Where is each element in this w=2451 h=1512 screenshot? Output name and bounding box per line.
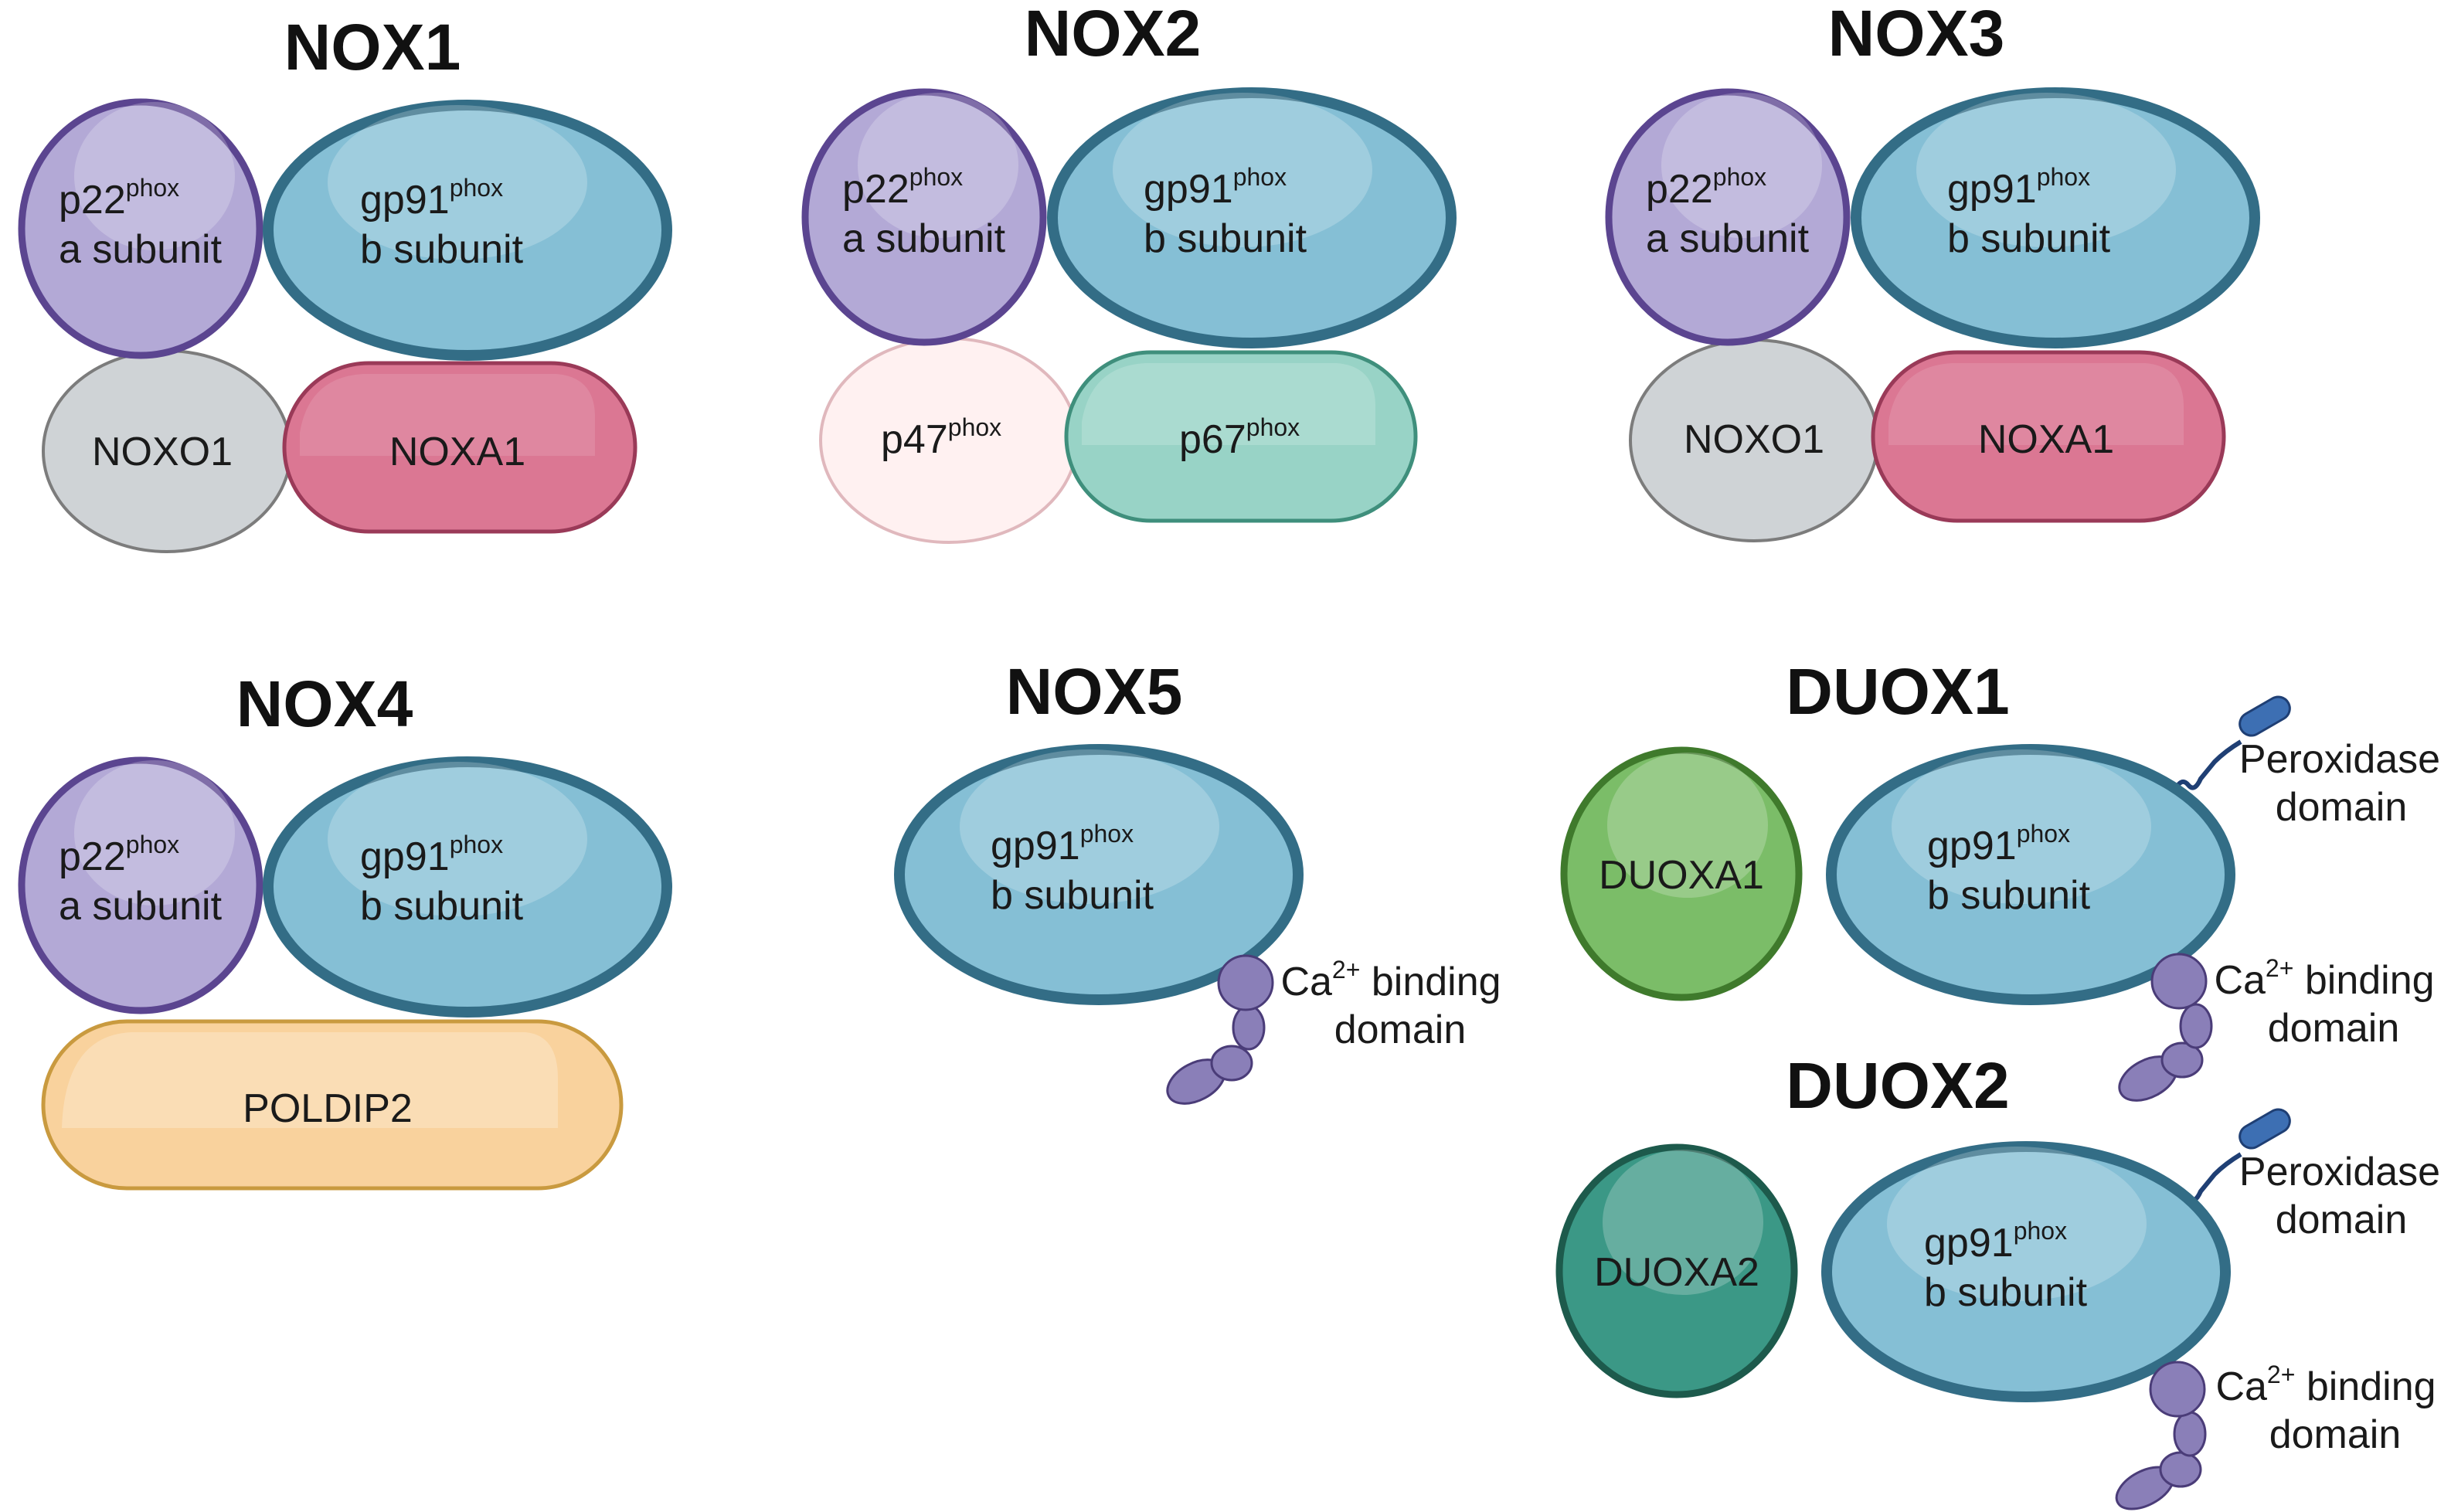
ca-binding-label: Ca2+ binding <box>1280 956 1501 1004</box>
nox4-complex: NOX4 POLDIP2 p22phox a subunit gp91phox … <box>18 668 672 1191</box>
noxo1-label: NOXO1 <box>92 430 233 474</box>
ca-binding-label: Ca2+ binding <box>2214 954 2434 1003</box>
ca-binding-domain: Ca2+ binding domain <box>2115 1361 2436 1510</box>
noxa1-subunit: NOXA1 <box>282 361 637 534</box>
gp91-label: gp91phox <box>1947 163 2090 212</box>
nox5-title: NOX5 <box>1006 655 1183 728</box>
nox3-title: NOX3 <box>1828 0 2005 70</box>
a-subunit-label: a subunit <box>59 227 223 272</box>
p22-subunit: p22phox a subunit <box>1605 88 1851 346</box>
ca-binding-domain: Ca2+ binding domain <box>1166 954 1501 1105</box>
nox3-complex: NOX3 NOXO1 NOXA1 p22phox a subunit gp91p… <box>1605 0 2260 542</box>
peroxidase-label: Peroxidase <box>2239 737 2440 782</box>
duox2-complex: DUOX2 Peroxidase domain DUOXA2 gp91phox … <box>1555 1049 2440 1510</box>
nox4-title: NOX4 <box>236 668 413 740</box>
a-subunit-label: a subunit <box>1646 216 1810 261</box>
domain-label: domain <box>2269 1412 2402 1457</box>
nox2-title: NOX2 <box>1025 0 1202 70</box>
noxo1-subunit: NOXO1 <box>1629 338 1879 542</box>
gp91-subunit: gp91phox b subunit <box>894 744 1304 1005</box>
gp91-label: gp91phox <box>360 831 503 879</box>
p47-label: p47phox <box>881 413 1001 462</box>
p22-label: p22phox <box>842 163 963 212</box>
nox1-complex: NOX1 NOXO1 NOXA1 p22phox a subunit gp91p… <box>18 11 672 553</box>
p22-subunit: p22phox a subunit <box>18 756 263 1014</box>
gp91-label: gp91phox <box>1927 820 2070 868</box>
peroxidase-label: Peroxidase <box>2239 1150 2440 1194</box>
nox5-complex: NOX5 gp91phox b subunit Ca2+ binding dom… <box>894 655 1501 1105</box>
b-subunit-label: b subunit <box>360 227 524 272</box>
gp91-label: gp91phox <box>1924 1217 2067 1266</box>
b-subunit-label: b subunit <box>1947 216 2111 261</box>
gp91-subunit: gp91phox b subunit <box>263 756 672 1018</box>
duox1-title: DUOX1 <box>1786 655 2009 728</box>
p67-subunit: p67phox <box>1064 350 1418 523</box>
gp91-subunit: gp91phox b subunit <box>1851 87 2260 348</box>
p22-subunit: p22phox a subunit <box>801 88 1047 346</box>
duoxa2-subunit: DUOXA2 <box>1555 1143 1798 1398</box>
domain-label: domain <box>2276 785 2408 830</box>
domain-label: domain <box>1334 1007 1467 1052</box>
a-subunit-label: a subunit <box>59 884 223 929</box>
ca-binding-label: Ca2+ binding <box>2215 1361 2436 1409</box>
p47-subunit: p47phox <box>819 337 1079 544</box>
duoxa1-subunit: DUOXA1 <box>1560 746 1803 1001</box>
duoxa1-label: DUOXA1 <box>1599 853 1764 898</box>
duox1-complex: DUOX1 Peroxidase domain DUOXA1 gp91phox … <box>1560 655 2440 1102</box>
b-subunit-label: b subunit <box>991 873 1154 918</box>
gp91-subunit: gp91phox b subunit <box>1047 87 1457 348</box>
noxo1-label: NOXO1 <box>1684 417 1824 462</box>
domain-label: domain <box>2276 1198 2408 1242</box>
gp91-subunit: gp91phox b subunit <box>263 100 672 361</box>
domain-label: domain <box>2268 1006 2400 1051</box>
noxa1-label: NOXA1 <box>1978 417 2114 462</box>
p22-label: p22phox <box>1646 163 1766 212</box>
nox1-title: NOX1 <box>284 11 461 83</box>
gp91-label: gp91phox <box>1144 163 1287 212</box>
gp91-label: gp91phox <box>360 174 503 223</box>
b-subunit-label: b subunit <box>1927 873 2091 918</box>
p67-label: p67phox <box>1179 413 1300 462</box>
nox2-complex: NOX2 p47phox p67phox p22phox a subunit g… <box>801 0 1457 544</box>
noxa1-label: NOXA1 <box>389 430 525 474</box>
b-subunit-label: b subunit <box>360 884 524 929</box>
a-subunit-label: a subunit <box>842 216 1006 261</box>
p22-subunit: p22phox a subunit <box>18 98 263 359</box>
gp91-subunit: gp91phox b subunit <box>1821 1141 2231 1402</box>
p22-label: p22phox <box>59 174 179 223</box>
gp91-subunit: gp91phox b subunit <box>1826 744 2235 1005</box>
peroxidase-domain: Peroxidase domain <box>2150 695 2440 830</box>
ca-binding-domain: Ca2+ binding domain <box>2118 953 2435 1102</box>
duox2-title: DUOX2 <box>1786 1049 2009 1122</box>
gp91-label: gp91phox <box>991 820 1134 868</box>
noxo1-subunit: NOXO1 <box>42 349 292 553</box>
duoxa2-label: DUOXA2 <box>1594 1250 1759 1295</box>
poldip2-label: POLDIP2 <box>243 1086 413 1131</box>
noxa1-subunit: NOXA1 <box>1871 350 2226 523</box>
poldip2-subunit: POLDIP2 <box>41 1019 624 1191</box>
p22-label: p22phox <box>59 831 179 879</box>
b-subunit-label: b subunit <box>1924 1270 2088 1315</box>
b-subunit-label: b subunit <box>1144 216 1307 261</box>
